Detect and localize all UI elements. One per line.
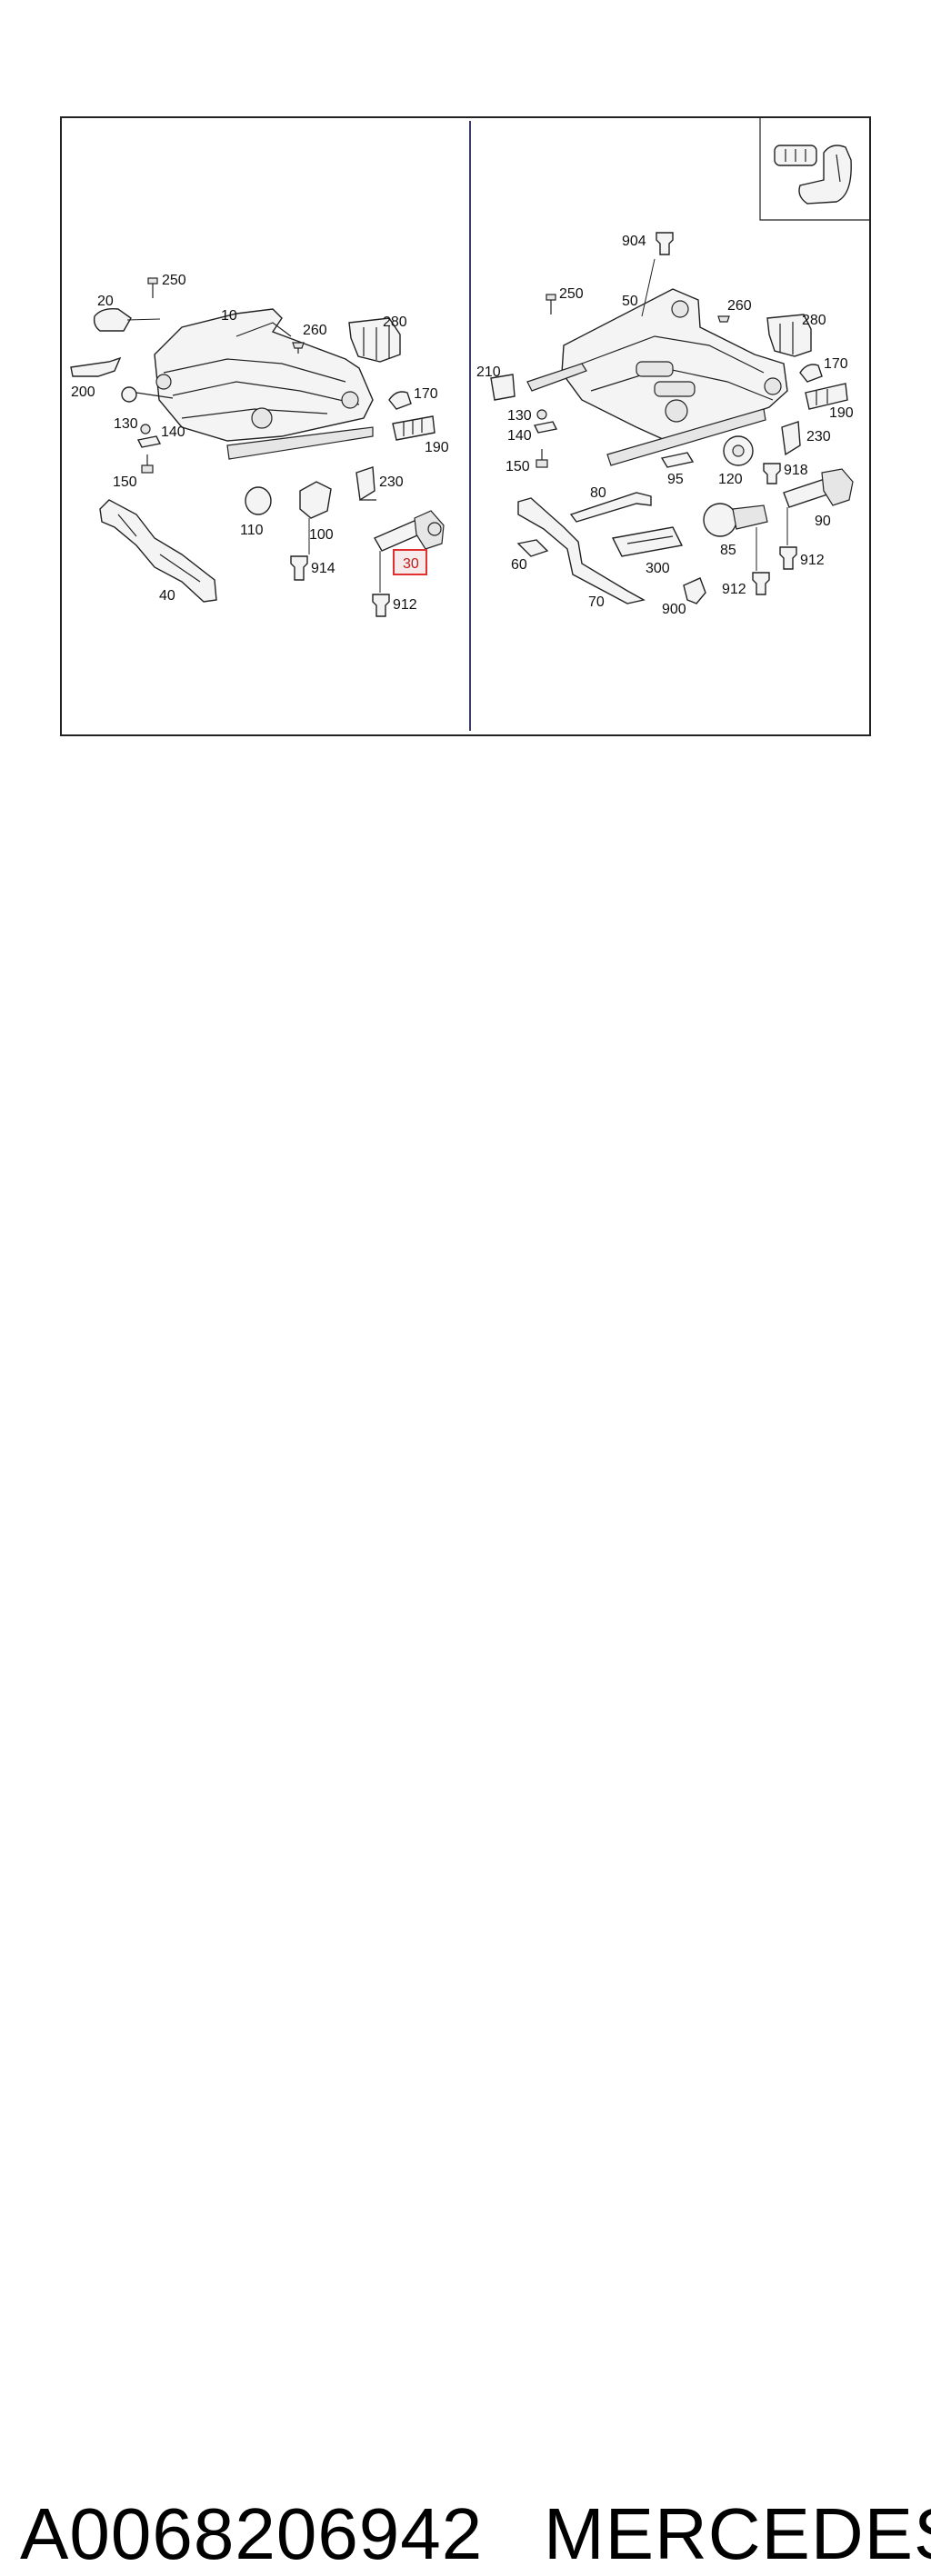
right-part-80 <box>569 492 652 523</box>
label-280: 280 <box>802 313 826 328</box>
label-150: 150 <box>113 474 137 490</box>
label-70: 70 <box>588 594 605 610</box>
right-part-912-a <box>779 546 797 570</box>
left-part-260 <box>292 342 305 354</box>
left-part-190 <box>392 415 435 441</box>
label-150: 150 <box>506 459 530 474</box>
label-100: 100 <box>309 527 334 543</box>
label-80: 80 <box>590 485 606 501</box>
left-part-170 <box>388 391 412 410</box>
label-40: 40 <box>159 588 175 604</box>
right-part-120 <box>723 435 754 466</box>
label-912: 912 <box>393 597 417 613</box>
label-130: 130 <box>507 408 532 424</box>
caption: A0068206942 MERCEDES <box>0 1245 931 2574</box>
right-part-170 <box>799 364 823 383</box>
brand-name: MERCEDES <box>544 2493 931 2574</box>
label-95: 95 <box>667 472 684 487</box>
left-part-110 <box>245 486 272 515</box>
label-140: 140 <box>161 424 185 440</box>
label-110: 110 <box>240 523 264 538</box>
label-260: 260 <box>303 323 327 338</box>
label-200: 200 <box>71 384 95 400</box>
right-part-130-140 <box>533 409 558 434</box>
right-part-912-b <box>752 572 770 595</box>
left-part-250 <box>147 277 158 298</box>
label-904: 904 <box>622 234 646 249</box>
right-part-260 <box>717 315 730 323</box>
left-part-150 <box>141 454 154 474</box>
right-part-210 <box>490 374 516 401</box>
label-170: 170 <box>824 356 848 372</box>
label-50: 50 <box>622 294 638 309</box>
label-10: 10 <box>221 308 237 324</box>
right-part-918 <box>763 463 781 484</box>
left-part-130-140 <box>136 424 162 448</box>
right-part-280 <box>766 314 812 357</box>
label-190: 190 <box>425 440 449 455</box>
right-part-90 <box>783 468 854 545</box>
label-230: 230 <box>806 429 831 444</box>
left-part-230 <box>355 466 376 502</box>
label-914: 914 <box>311 561 335 576</box>
label-60: 60 <box>511 557 527 573</box>
label-30-highlighted: 30 <box>403 556 419 572</box>
label-230: 230 <box>379 474 404 490</box>
label-280: 280 <box>383 315 407 330</box>
right-seat-frame <box>526 258 788 466</box>
label-130: 130 <box>114 416 138 432</box>
label-85: 85 <box>720 543 736 558</box>
label-30-highlight-box <box>393 549 427 575</box>
label-190: 190 <box>829 405 854 421</box>
part-number: A0068206942 <box>20 2493 484 2574</box>
right-part-904 <box>656 232 674 255</box>
label-140: 140 <box>507 428 532 444</box>
left-part-912 <box>372 594 390 617</box>
right-part-230 <box>781 421 801 456</box>
label-20: 20 <box>97 294 114 309</box>
right-labels: 904 250 50 260 280 210 170 190 130 140 2… <box>476 234 854 617</box>
left-labels: 250 20 10 260 280 200 170 130 140 190 15… <box>71 273 449 613</box>
right-part-60 <box>516 539 549 557</box>
left-part-40 <box>99 499 217 603</box>
left-part-30-motor <box>374 510 445 593</box>
left-part-280 <box>348 317 401 363</box>
label-120: 120 <box>718 472 743 487</box>
right-part-190 <box>805 383 848 410</box>
left-seat-frame <box>121 308 374 460</box>
label-210: 210 <box>476 364 501 380</box>
label-260: 260 <box>727 298 752 314</box>
label-912-a: 912 <box>800 553 825 568</box>
right-part-900 <box>683 577 706 604</box>
label-900: 900 <box>662 602 686 617</box>
right-part-85 <box>703 503 768 571</box>
parts-diagram: 250 20 10 260 280 200 170 130 140 190 15… <box>60 116 871 736</box>
right-part-95 <box>660 452 695 468</box>
right-part-150 <box>536 449 548 468</box>
label-250: 250 <box>559 286 584 302</box>
label-918: 918 <box>784 463 808 478</box>
left-part-200 <box>70 356 122 377</box>
label-170: 170 <box>414 386 438 402</box>
left-part-100 <box>299 481 332 554</box>
right-part-70 <box>517 497 646 604</box>
label-250: 250 <box>162 273 186 288</box>
label-912-b: 912 <box>722 582 746 597</box>
label-90: 90 <box>815 514 831 529</box>
label-300: 300 <box>646 561 670 576</box>
seat-switch-inset <box>759 117 870 221</box>
left-part-914 <box>290 555 308 581</box>
left-part-20 <box>93 307 161 332</box>
right-part-250 <box>546 294 556 315</box>
right-part-300 <box>611 526 684 557</box>
